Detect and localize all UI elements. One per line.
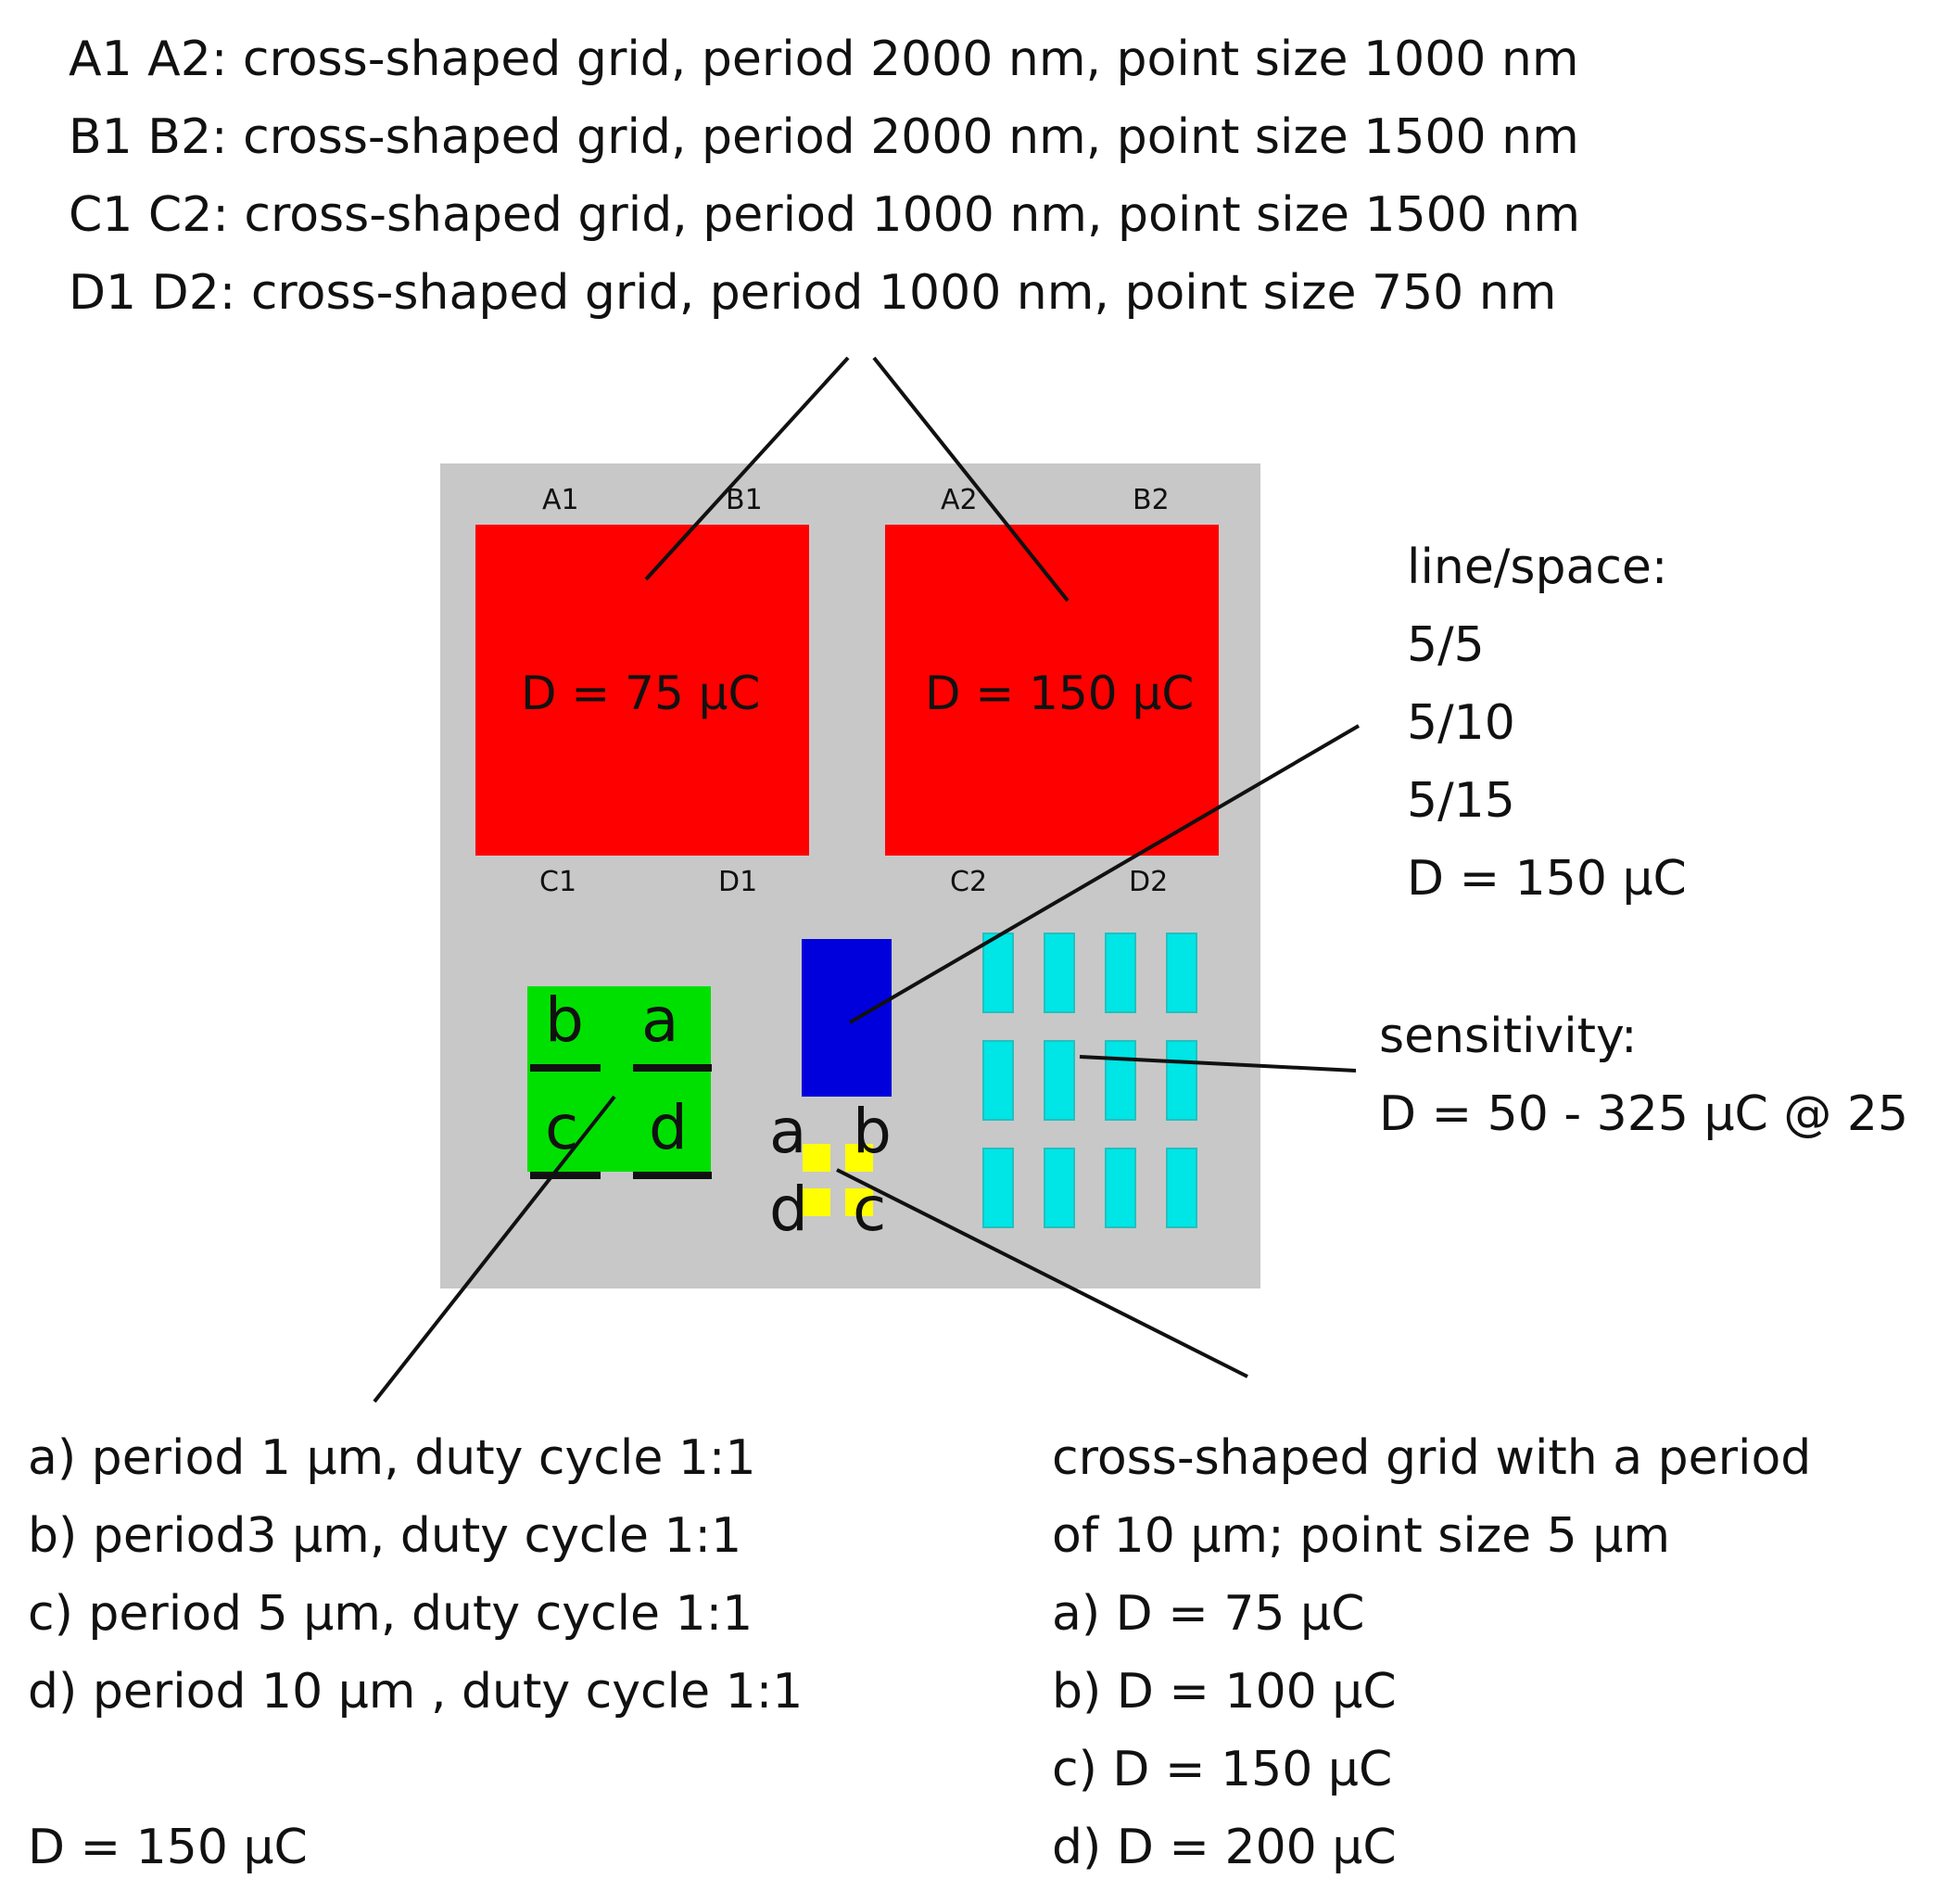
corner-label-a2: A2 (941, 484, 978, 516)
header-line-a: A1 A2: cross-shaped grid, period 2000 nm… (69, 32, 1579, 87)
green-letter-d: d (649, 1092, 688, 1163)
leader-line-space (848, 724, 1361, 1024)
line-space-5-10: 5/10 (1407, 695, 1515, 751)
header-line-d: D1 D2: cross-shaped grid, period 1000 nm… (69, 265, 1557, 321)
corner-label-d2: D2 (1129, 866, 1169, 898)
yellow-letter-a: a (769, 1096, 807, 1167)
red-right-dose-label: D = 150 μC (925, 666, 1195, 720)
corner-label-d1: D1 (718, 866, 758, 898)
leader-sensitivity (1079, 1055, 1357, 1073)
cross-grid-b: b) D = 100 μC (1052, 1664, 1397, 1720)
grating-dose: D = 150 μC (28, 1820, 308, 1875)
line-space-title: line/space: (1407, 539, 1668, 595)
header-line-b: B1 B2: cross-shaped grid, period 2000 nm… (69, 109, 1579, 165)
leader-header-right (872, 356, 1070, 603)
red-square-left (475, 525, 809, 856)
header-line-c: C1 C2: cross-shaped grid, period 1000 nm… (69, 187, 1580, 243)
corner-label-b1: B1 (726, 484, 763, 516)
cyan-pad-r1-c2 (1044, 933, 1075, 1013)
cyan-pad-r1-c3 (1105, 933, 1136, 1013)
green-grating-pad (527, 986, 711, 1172)
green-letter-a: a (641, 984, 679, 1056)
cyan-pad-r2-c2 (1044, 1040, 1075, 1121)
grating-c: c) period 5 μm, duty cycle 1:1 (28, 1586, 753, 1642)
cross-grid-desc-1: cross-shaped grid with a period (1052, 1430, 1812, 1486)
cyan-pad-r2-c1 (982, 1040, 1014, 1121)
sensitivity-title: sensitivity: (1379, 1009, 1638, 1064)
blue-line-space-pad (802, 939, 892, 1097)
cross-grid-desc-2: of 10 μm; point size 5 μm (1052, 1508, 1670, 1564)
yellow-square-c (845, 1188, 873, 1216)
cyan-pad-r3-c3 (1105, 1148, 1136, 1228)
line-space-5-5: 5/5 (1407, 617, 1485, 673)
cyan-pad-r3-c2 (1044, 1148, 1075, 1228)
cyan-pad-r2-c3 (1105, 1040, 1136, 1121)
yellow-square-b (845, 1144, 873, 1172)
cyan-pad-r3-c1 (982, 1148, 1014, 1228)
yellow-square-d (803, 1188, 830, 1216)
corner-label-c2: C2 (950, 866, 988, 898)
yellow-letter-b: b (853, 1096, 892, 1167)
green-letter-b: b (545, 984, 584, 1056)
line-space-5-15: 5/15 (1407, 773, 1515, 829)
corner-label-a1: A1 (542, 484, 579, 516)
leader-header-left (644, 356, 850, 581)
cyan-pad-r2-c4 (1166, 1040, 1197, 1121)
cross-grid-d: d) D = 200 μC (1052, 1820, 1397, 1875)
cyan-sensitivity-array (982, 933, 1197, 1228)
corner-label-b2: B2 (1133, 484, 1170, 516)
cyan-pad-r1-c1 (982, 933, 1014, 1013)
yellow-square-a (803, 1144, 830, 1172)
corner-label-c1: C1 (539, 866, 577, 898)
cross-grid-c: c) D = 150 μC (1052, 1742, 1393, 1797)
leader-cross-grid (836, 1168, 1248, 1378)
line-space-dose: D = 150 μC (1407, 851, 1687, 907)
yellow-letter-c: c (853, 1174, 887, 1245)
grating-a: a) period 1 μm, duty cycle 1:1 (28, 1430, 756, 1486)
grating-d: d) period 10 μm , duty cycle 1:1 (28, 1664, 804, 1720)
grating-b: b) period3 μm, duty cycle 1:1 (28, 1508, 742, 1564)
green-letter-c: c (545, 1092, 579, 1163)
red-left-dose-label: D = 75 μC (521, 666, 761, 720)
leader-grating (373, 1095, 616, 1403)
cyan-pad-r3-c4 (1166, 1148, 1197, 1228)
sensitivity-range: D = 50 - 325 μC @ 25 (1379, 1086, 1909, 1142)
cyan-pad-r1-c4 (1166, 933, 1197, 1013)
cross-grid-a: a) D = 75 μC (1052, 1586, 1365, 1642)
yellow-letter-d: d (769, 1174, 808, 1245)
